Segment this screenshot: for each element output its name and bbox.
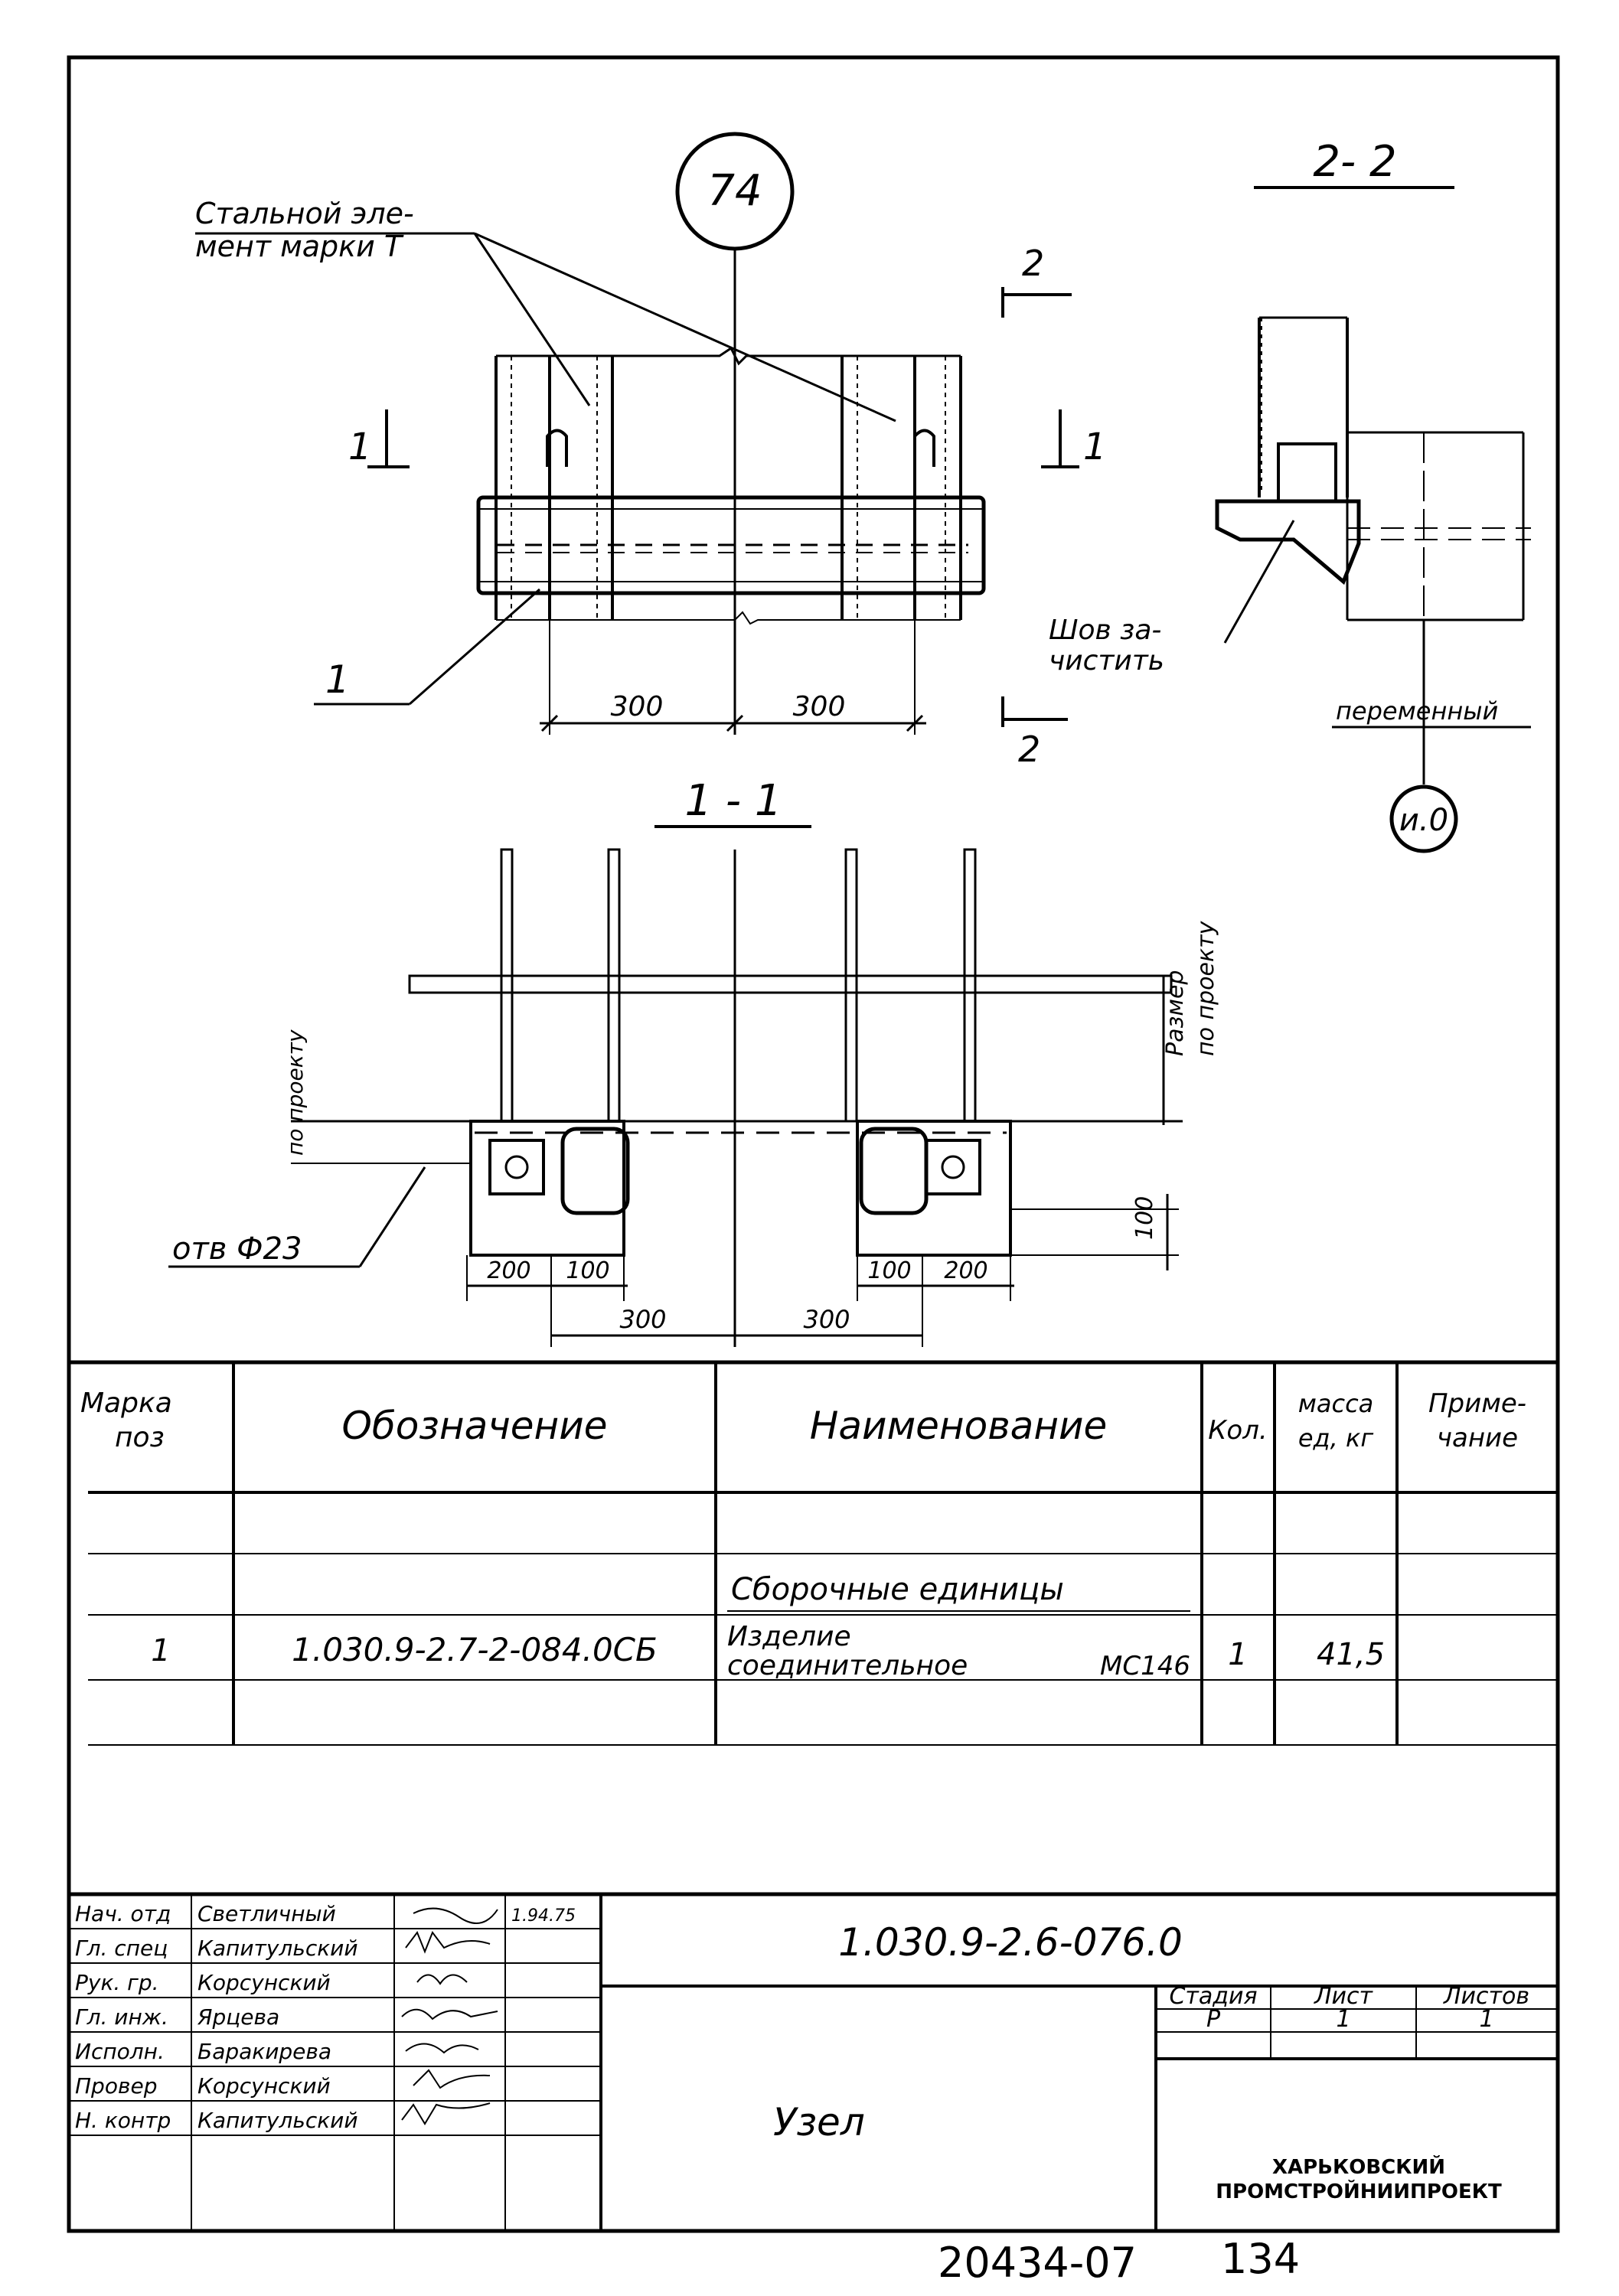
sig-role-3: Гл. инж. — [75, 2004, 168, 2030]
sig-name-2: Корсунский — [197, 1970, 331, 1995]
node-number: 74 — [707, 166, 762, 216]
header-mark-line2: поз — [115, 1422, 165, 1453]
sig-role-4: Исполн. — [75, 2039, 165, 2064]
spec-table-grid — [69, 1360, 1558, 1746]
section-2-2-title: 2- 2 — [1313, 137, 1396, 187]
archive-number: 20434-07 — [938, 2239, 1137, 2287]
title-block-grid — [69, 1892, 1558, 2231]
cut-mark-2-top: 2 — [1022, 243, 1044, 284]
sig-role-6: Н. контр — [75, 2108, 171, 2133]
sheet-frame — [67, 55, 1560, 2233]
header-note-line2: чание — [1437, 1423, 1518, 1453]
organization-line2: ПРОМСТРОЙНИИПРОЕКТ — [1216, 2179, 1502, 2203]
weld-label-line1: Шов за- — [1049, 615, 1161, 646]
header-mass-line1: масса — [1298, 1389, 1374, 1418]
cut-mark-2-bottom: 2 — [1018, 729, 1040, 770]
row1-qty: 1 — [1228, 1637, 1247, 1672]
variable-label: переменный — [1336, 696, 1498, 726]
sheets-label: Листов — [1443, 1983, 1529, 2010]
row1-mass: 41,5 — [1317, 1637, 1385, 1672]
sig-role-0: Нач. отд — [75, 1901, 171, 1926]
dim-span-right: 300 — [803, 1305, 850, 1334]
sheet-value: 1 — [1336, 2006, 1350, 2033]
sig-name-0: Светличный — [197, 1901, 336, 1926]
stage-value: Р — [1206, 2006, 1221, 2033]
sheet-label: Лист — [1314, 1983, 1374, 2010]
steel-element-label-line2: мент марки Т — [195, 230, 404, 263]
cut-mark-1-left: 1 — [348, 426, 372, 468]
dim-bottom-right-2: 200 — [944, 1257, 987, 1284]
dim-top-right: 300 — [793, 691, 846, 722]
sig-role-1: Гл. спец — [75, 1936, 168, 1961]
document-code: 1.030.9-2.6-076.0 — [838, 1920, 1183, 1965]
size-by-project-line1: Размер — [1162, 970, 1189, 1056]
header-mark-line1: Марка — [80, 1388, 172, 1419]
row1-mark: 1 — [151, 1633, 170, 1668]
position-callout-1: 1 — [325, 657, 350, 702]
drawing-name: Узел — [773, 2100, 865, 2144]
row1-designation: 1.030.9-2.7-2-084.0СБ — [292, 1631, 658, 1668]
sig-name-6: Капитульский — [197, 2108, 358, 2133]
dim-top-left: 300 — [611, 691, 664, 722]
date-note: 1.94.75 — [511, 1906, 576, 1926]
dim-height: 100 — [1131, 1196, 1158, 1240]
header-qty: Кол. — [1208, 1415, 1267, 1446]
weld-label-line2: чистить — [1049, 645, 1164, 677]
dim-bottom-right-1: 100 — [867, 1257, 911, 1284]
section-1-1-title: 1 - 1 — [684, 776, 782, 826]
page-number: 134 — [1221, 2235, 1300, 2283]
sig-role-2: Рук. гр. — [75, 1970, 159, 1995]
sig-name-3: Ярцева — [197, 2004, 279, 2030]
hole-label: отв Ф23 — [172, 1231, 302, 1267]
dim-bottom-left-2: 100 — [566, 1257, 609, 1284]
header-name: Наименование — [810, 1404, 1108, 1448]
cut-mark-1-right: 1 — [1083, 426, 1107, 468]
sig-role-5: Провер — [75, 2073, 157, 2099]
dim-span-left: 300 — [619, 1305, 666, 1334]
header-designation: Обозначение — [342, 1404, 608, 1448]
header-mass-line2: ед, кг — [1298, 1424, 1373, 1453]
header-note-line1: Приме- — [1428, 1388, 1526, 1419]
sig-name-4: Баракирева — [197, 2039, 331, 2064]
sheets-value: 1 — [1479, 2006, 1493, 2033]
size-by-project-line2: по проекту — [1193, 920, 1219, 1056]
axis-label: и.0 — [1399, 803, 1448, 838]
sig-name-1: Капитульский — [197, 1936, 358, 1961]
row1-name-line2: соединительное — [727, 1650, 968, 1681]
section-2-2 — [1215, 186, 1531, 853]
dim-bottom-left-1: 200 — [487, 1257, 530, 1284]
plan-view — [195, 132, 1079, 735]
organization-line1: ХАРЬКОВСКИЙ — [1272, 2154, 1445, 2179]
row1-name-line1: Изделие — [727, 1621, 851, 1652]
sig-name-5: Корсунский — [197, 2073, 331, 2099]
by-project-label: по проекту — [282, 1029, 308, 1156]
section-title-assembly-units: Сборочные единицы — [731, 1572, 1064, 1607]
row1-name-code: МС146 — [1100, 1651, 1190, 1681]
stage-label: Стадия — [1169, 1983, 1257, 2010]
section-1-1 — [168, 825, 1183, 1347]
steel-element-label-line1: Стальной эле- — [195, 197, 414, 230]
